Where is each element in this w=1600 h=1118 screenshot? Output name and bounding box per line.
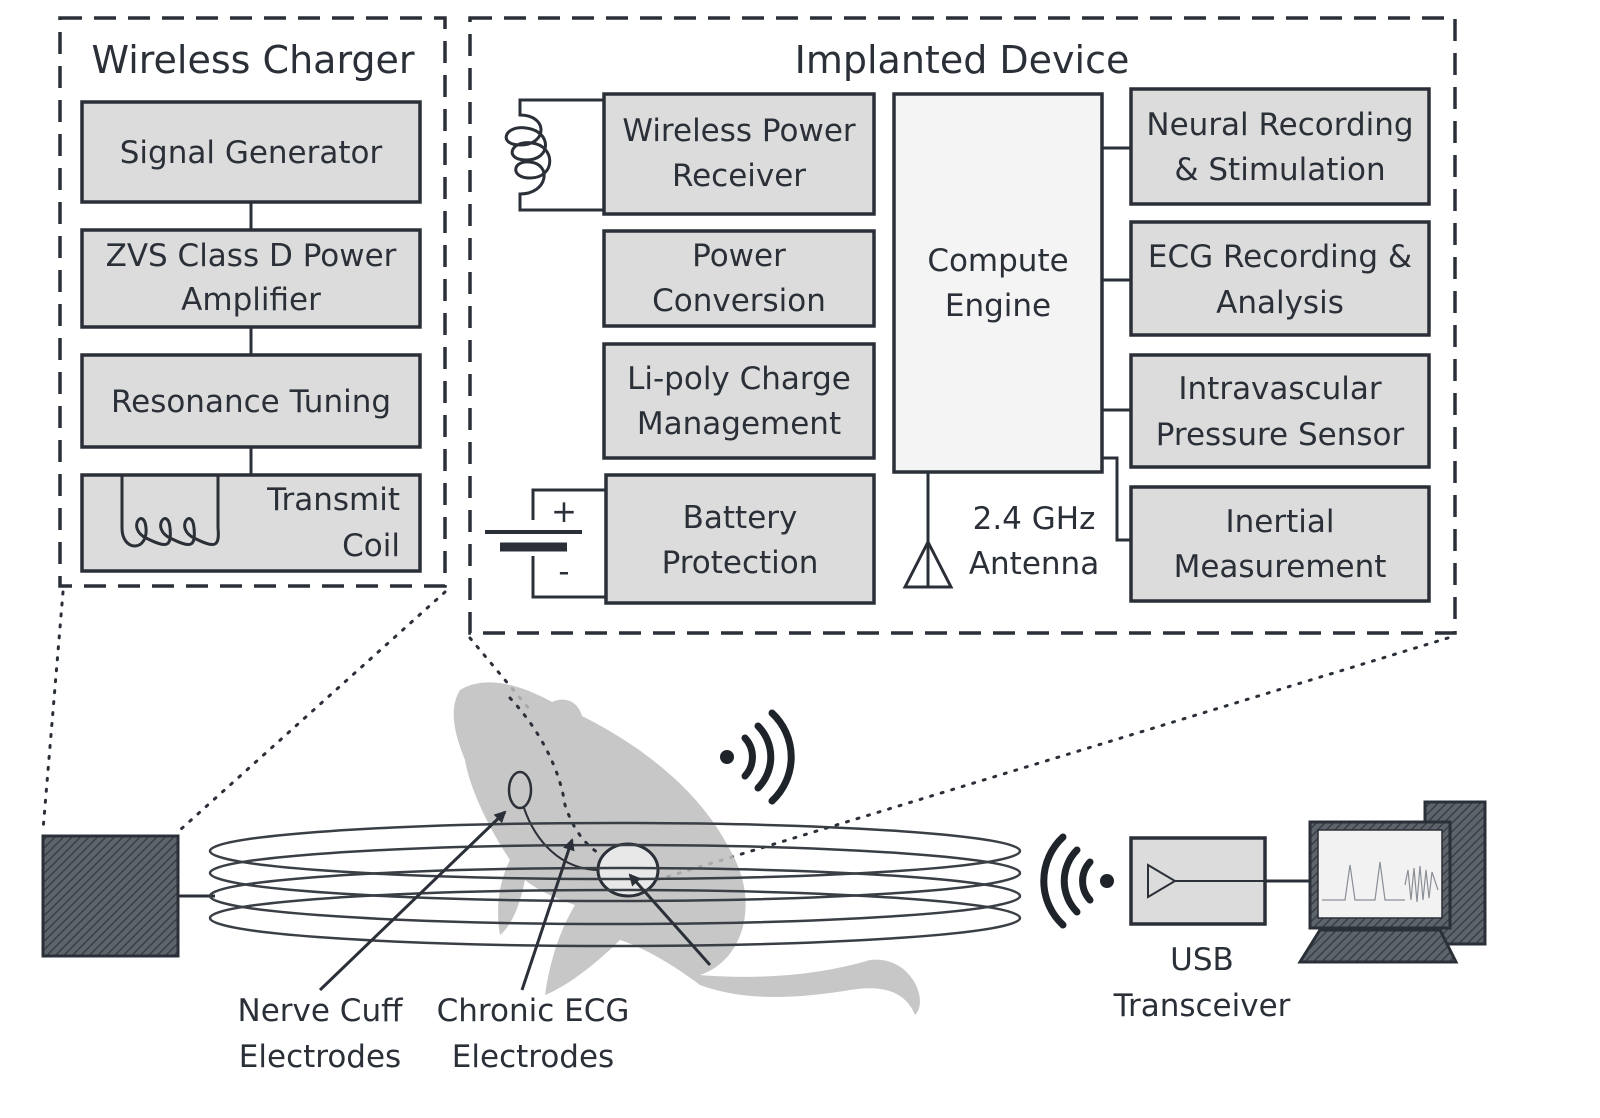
- antenna-label-line2: Antenna: [969, 546, 1099, 582]
- usb-transceiver-icon: [1131, 838, 1310, 924]
- resonance-tuning-block: Resonance Tuning: [82, 355, 420, 447]
- neural-recording-label-line2: & Stimulation: [1174, 152, 1385, 188]
- signal-generator-label: Signal Generator: [120, 135, 383, 171]
- wireless-charger-title: Wireless Charger: [91, 38, 414, 82]
- power-amplifier-block: ZVS Class D Power Amplifier: [82, 230, 420, 327]
- inertial-measurement-label-line1: Inertial: [1226, 504, 1335, 540]
- battery-icon: + -: [485, 490, 606, 597]
- battery-protection-label-line1: Battery: [683, 500, 798, 536]
- charge-management-label-line2: Management: [637, 406, 841, 442]
- ecg-recording-block: ECG Recording & Analysis: [1131, 222, 1429, 335]
- usb-transceiver-label-line1: USB: [1170, 942, 1234, 978]
- implanted-device-title: Implanted Device: [795, 38, 1130, 82]
- power-conversion-label-line2: Conversion: [652, 283, 826, 319]
- battery-protection-block: Battery Protection: [606, 475, 874, 603]
- computer-icon: [1300, 802, 1485, 962]
- nerve-cuff-label-line2: Electrodes: [239, 1039, 401, 1075]
- battery-protection-label-line2: Protection: [662, 545, 819, 581]
- power-conversion-label-line1: Power: [692, 238, 786, 274]
- wireless-power-receiver-block: Wireless Power Receiver: [604, 94, 874, 214]
- compute-bus-connectors: [1102, 148, 1131, 540]
- pressure-sensor-block: Intravascular Pressure Sensor: [1131, 355, 1429, 467]
- power-conversion-block: Power Conversion: [604, 231, 874, 326]
- compute-engine-label-line2: Engine: [945, 288, 1051, 324]
- compute-engine-label-line1: Compute: [927, 243, 1068, 279]
- transmit-coil-label-line2: Coil: [342, 528, 400, 564]
- nerve-cuff-arrow: [320, 812, 505, 990]
- chronic-ecg-label-line1: Chronic ECG: [437, 993, 630, 1029]
- wireless-power-receiver-label-line2: Receiver: [672, 158, 806, 194]
- signal-generator-block: Signal Generator: [82, 102, 420, 202]
- antenna-icon: [905, 472, 951, 587]
- power-amplifier-label-line1: ZVS Class D Power: [106, 238, 397, 274]
- wireless-signal-icon-rat: [720, 713, 791, 801]
- ecg-recording-label-line2: Analysis: [1216, 285, 1344, 321]
- inertial-measurement-block: Inertial Measurement: [1131, 487, 1429, 601]
- pressure-sensor-label-line2: Pressure Sensor: [1156, 417, 1405, 453]
- implanted-device-panel: Implanted Device Wireless Power Receiver…: [470, 18, 1455, 633]
- neural-recording-label-line1: Neural Recording: [1146, 107, 1413, 143]
- ecg-recording-label-line1: ECG Recording &: [1148, 239, 1412, 275]
- power-amplifier-label-line2: Amplifier: [181, 282, 321, 318]
- antenna-label-line1: 2.4 GHz: [973, 501, 1096, 537]
- battery-plus-sign: +: [551, 494, 577, 530]
- usb-transceiver-label-line2: Transceiver: [1113, 988, 1291, 1024]
- neural-recording-block: Neural Recording & Stimulation: [1131, 89, 1429, 204]
- transmit-coil-block: Transmit Coil: [82, 475, 420, 571]
- wireless-power-receiver-label-line1: Wireless Power: [622, 113, 856, 149]
- charge-management-label-line1: Li-poly Charge: [627, 361, 851, 397]
- wireless-charger-panel: Wireless Charger Signal Generator ZVS Cl…: [60, 18, 445, 586]
- chronic-ecg-label-line2: Electrodes: [452, 1039, 614, 1075]
- inertial-measurement-label-line2: Measurement: [1174, 549, 1387, 585]
- implant-device-icon: [598, 844, 658, 896]
- transmit-coil-label-line1: Transmit: [266, 482, 400, 518]
- nerve-cuff-label-line1: Nerve Cuff: [238, 993, 404, 1029]
- resonance-tuning-label: Resonance Tuning: [111, 384, 391, 420]
- wireless-signal-icon-transceiver: [1044, 837, 1114, 925]
- pressure-sensor-label-line1: Intravascular: [1178, 371, 1381, 407]
- battery-minus-sign: -: [558, 554, 569, 590]
- receiver-coil-icon: [506, 100, 604, 210]
- rat-silhouette-icon: [454, 682, 920, 1015]
- compute-engine-block: Compute Engine: [894, 94, 1102, 472]
- charge-management-block: Li-poly Charge Management: [604, 344, 874, 458]
- charger-unit-icon: [43, 836, 178, 956]
